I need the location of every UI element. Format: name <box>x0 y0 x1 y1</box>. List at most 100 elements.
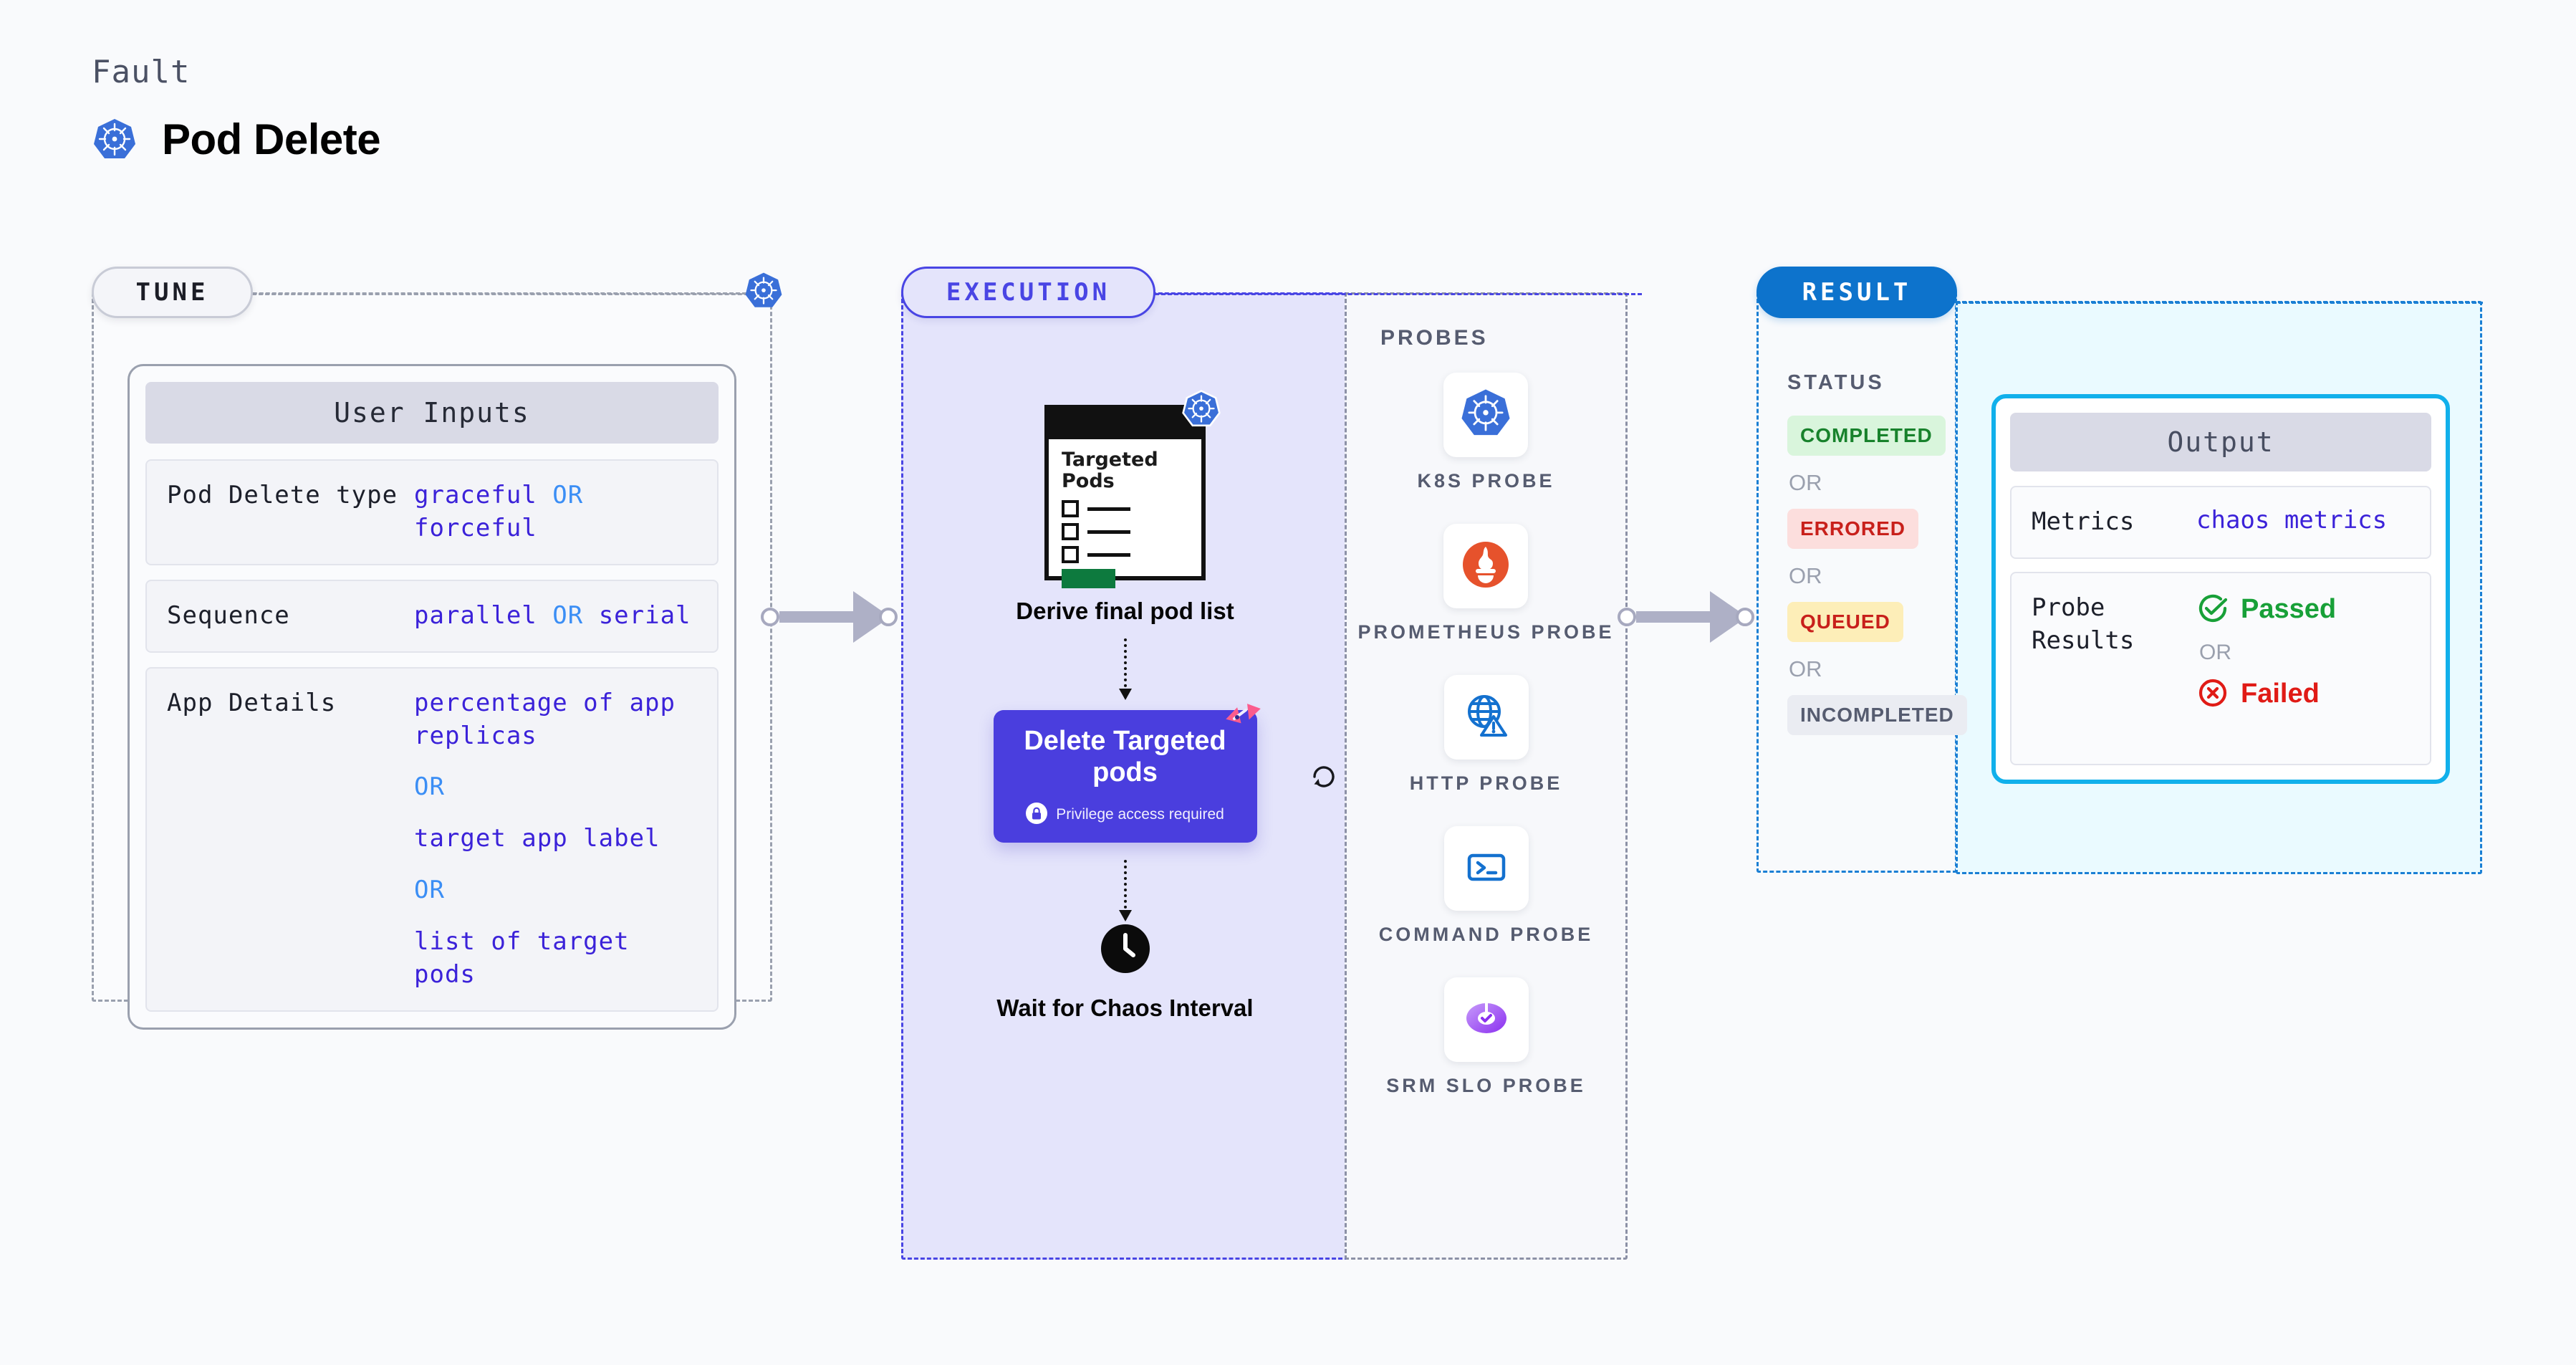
globe-warning-icon <box>1461 690 1512 744</box>
probe-item-k8s[interactable]: K8S PROBE <box>1417 373 1554 494</box>
lock-icon <box>1026 803 1048 827</box>
placeholder-line <box>1087 530 1130 534</box>
privilege-note: Privilege access required <box>1026 803 1224 827</box>
flow-arrow-down <box>1118 638 1132 701</box>
connector-tune-to-execution <box>761 591 898 643</box>
targeted-pods-title: Targeted Pods <box>1062 449 1158 492</box>
connector-end-dot <box>879 608 898 626</box>
probe-label: HTTP PROBE <box>1409 772 1563 795</box>
input-value: graceful OR forceful <box>414 479 697 545</box>
probe-tile <box>1443 524 1529 609</box>
output-key: Metrics <box>2032 507 2135 536</box>
output-row-probe-results[interactable]: Probe Results Passed OR <box>2010 571 2431 765</box>
execution-flow: Targeted Pods <box>901 337 1349 1023</box>
kubernetes-icon <box>1459 387 1512 443</box>
connector-end-dot <box>1736 608 1754 626</box>
or-separator: OR <box>1789 563 1822 588</box>
or-separator: OR <box>414 772 445 802</box>
delete-targeted-pods-node[interactable]: Delete Targeted pods Privilege access re… <box>993 704 1335 843</box>
tune-lead-line <box>252 293 768 295</box>
value-primary: graceful <box>414 481 537 509</box>
wait-chaos-interval-label: Wait for Chaos Interval <box>996 995 1254 1022</box>
list-item <box>1062 523 1188 541</box>
card-body: Targeted Pods <box>1049 439 1201 598</box>
check-circle-icon <box>2196 592 2229 628</box>
or-separator: OR <box>552 600 584 630</box>
card-title-bar <box>1049 409 1201 439</box>
probe-tile <box>1443 826 1529 911</box>
input-key: App Details <box>167 688 337 717</box>
tune-section-pill[interactable]: TUNE <box>92 267 253 318</box>
user-inputs-title: User Inputs <box>145 382 719 444</box>
connector-bar <box>779 611 855 623</box>
input-row-app-details[interactable]: App Details percentage of app replicas O… <box>145 666 719 1012</box>
or-separator: OR <box>414 876 445 905</box>
terminal-icon <box>1461 841 1512 896</box>
kubernetes-icon <box>92 117 138 163</box>
targeted-pods-card: Targeted Pods <box>1044 390 1221 589</box>
checkbox-icon <box>1062 523 1079 541</box>
status-badge-queued: QUEUED <box>1787 602 1903 642</box>
kubernetes-icon <box>1181 389 1221 432</box>
probe-tile <box>1443 977 1529 1063</box>
app-detail-option-2: target app label <box>414 824 660 853</box>
srm-slo-donut-icon <box>1461 992 1512 1047</box>
list-item <box>1062 546 1188 564</box>
status-badge-incompleted: INCOMPLETED <box>1787 695 1967 735</box>
value-primary: parallel <box>414 600 537 630</box>
checkbox-icon <box>1062 546 1079 564</box>
status-badge-list: COMPLETED OR ERRORED OR QUEUED OR INCOMP… <box>1787 416 1967 735</box>
or-separator: OR <box>1789 656 1822 681</box>
execution-lead-line <box>1155 293 1642 295</box>
clock-icon <box>1100 923 1151 977</box>
probe-item-http[interactable]: HTTP PROBE <box>1410 675 1563 796</box>
status-badge-errored: ERRORED <box>1787 509 1919 549</box>
probes-list: K8S PROBE PROMETHEUS PROBE <box>1345 373 1628 1129</box>
probe-item-command[interactable]: COMMAND PROBE <box>1379 826 1594 947</box>
prometheus-icon <box>1460 539 1512 593</box>
result-section-pill[interactable]: RESULT <box>1756 267 1957 318</box>
probe-label: SRM SLO PROBE <box>1386 1075 1586 1097</box>
checkbox-icon <box>1062 500 1079 518</box>
probe-result-values: Passed OR Failed <box>2196 592 2336 712</box>
connector-bar <box>1636 611 1711 623</box>
status-section-title: STATUS <box>1787 371 1885 394</box>
probe-label: COMMAND PROBE <box>1378 924 1594 946</box>
connector-start-dot <box>761 608 779 626</box>
delete-node-title: Delete Targeted pods <box>1024 726 1226 787</box>
probe-tile <box>1443 373 1529 457</box>
user-inputs-card: User Inputs Pod Delete type graceful OR … <box>128 364 736 1030</box>
input-row-pod-delete-type[interactable]: Pod Delete type graceful OR forceful <box>145 459 719 565</box>
output-card: Output Metrics chaos metrics Probe Resul… <box>1991 394 2450 784</box>
probe-tile <box>1443 675 1529 760</box>
execution-section-pill[interactable]: EXECUTION <box>901 267 1155 318</box>
litmus-chaos-icon <box>1221 700 1267 749</box>
output-row-metrics[interactable]: Metrics chaos metrics <box>2010 486 2431 559</box>
pods-checklist <box>1062 500 1188 564</box>
output-card-title: Output <box>2010 413 2431 471</box>
list-item <box>1062 500 1188 518</box>
probe-item-srm-slo[interactable]: SRM SLO PROBE <box>1386 977 1586 1098</box>
input-value: parallel OR serial <box>414 600 691 633</box>
derive-pod-list-label: Derive final pod list <box>1016 598 1234 624</box>
probe-label: PROMETHEUS PROBE <box>1357 621 1615 643</box>
value-secondary: serial <box>598 600 691 630</box>
status-badge-completed: COMPLETED <box>1787 416 1946 456</box>
confirm-button-glyph <box>1062 569 1115 589</box>
input-key: Sequence <box>167 600 290 630</box>
result-lead-line <box>1956 302 2483 304</box>
probe-label: K8S PROBE <box>1417 470 1555 492</box>
refresh-loop-icon[interactable] <box>1307 760 1340 796</box>
probes-section-title: PROBES <box>1380 326 1489 350</box>
probe-item-prometheus[interactable]: PROMETHEUS PROBE <box>1357 524 1614 645</box>
connector-start-dot <box>1618 608 1636 626</box>
flow-arrow-down <box>1118 860 1132 922</box>
placeholder-line <box>1087 552 1130 557</box>
input-value: percentage of app replicas OR target app… <box>414 687 697 992</box>
input-row-sequence[interactable]: Sequence parallel OR serial <box>145 579 719 653</box>
privilege-text: Privilege access required <box>1056 806 1224 823</box>
kubernetes-icon <box>744 271 784 314</box>
passed-label: Passed <box>2241 594 2337 625</box>
app-detail-option-3: list of target pods <box>414 927 630 990</box>
